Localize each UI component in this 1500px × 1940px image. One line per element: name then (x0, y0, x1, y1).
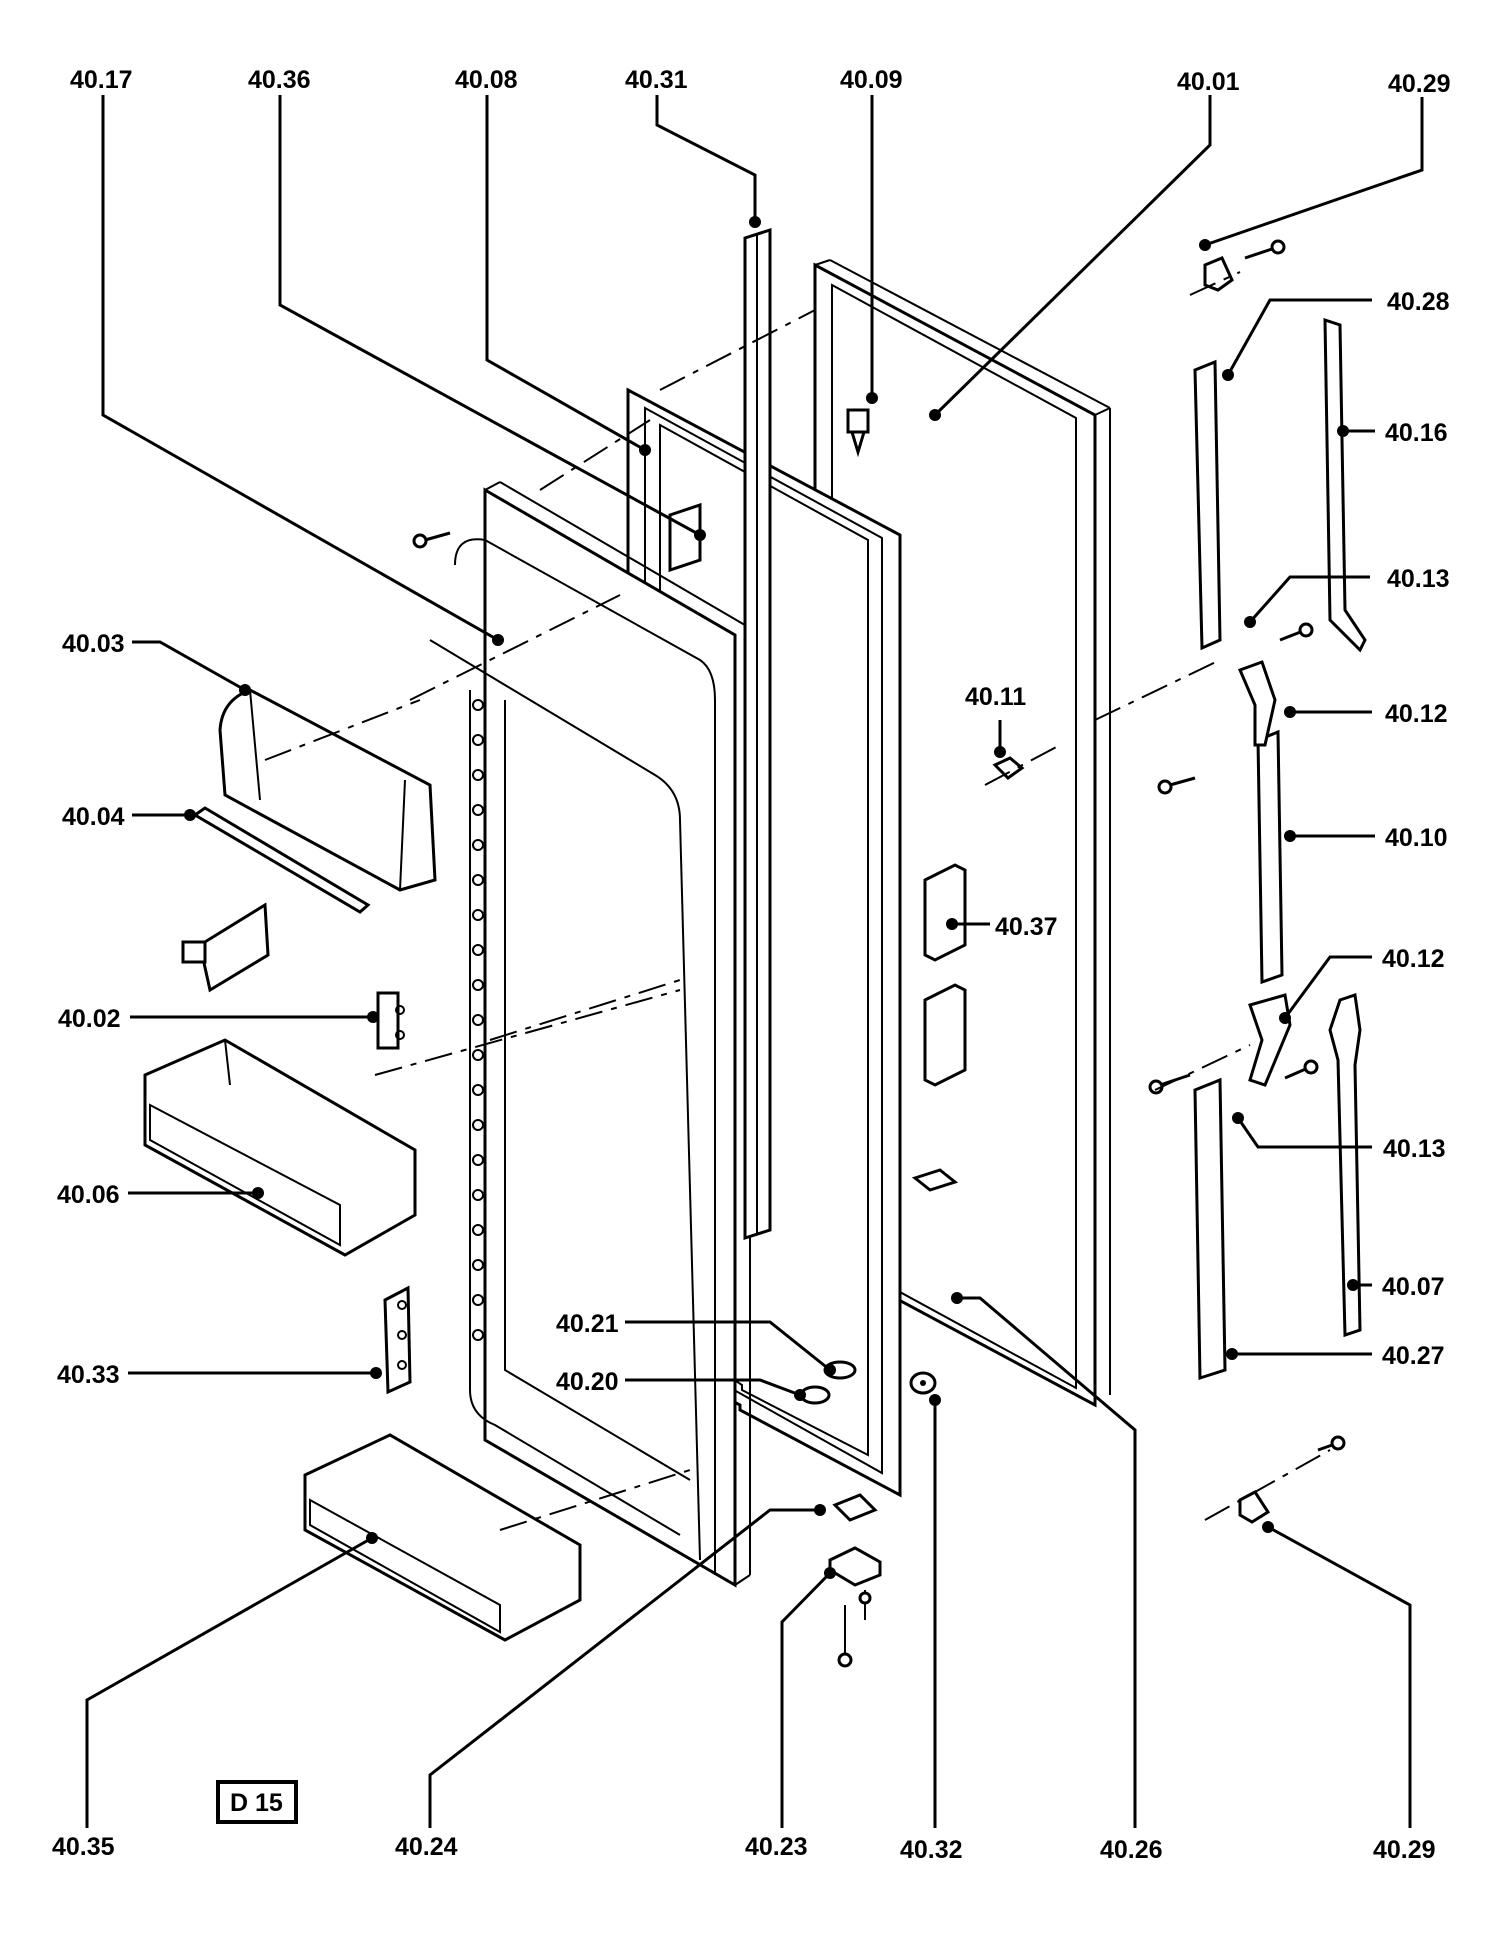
part-clip (992, 756, 1025, 780)
part-handle-channel-lower (1193, 1077, 1227, 1381)
part-handle-bracket-lower (1248, 993, 1292, 1087)
part-plug-screw (846, 408, 870, 458)
callout-40-12-lower: 40.12 (1382, 945, 1445, 973)
callout-40-23: 40.23 (745, 1833, 808, 1861)
part-door-bin-lower (303, 1433, 582, 1642)
leader-lines (85, 95, 1424, 1828)
part-bracket-tall (383, 1285, 412, 1395)
callout-40-29-top: 40.29 (1388, 70, 1451, 98)
diagram-code-box: D 15 (216, 1780, 298, 1824)
callout-labels: 40.17 40.36 40.08 40.31 40.09 40.01 40.2… (52, 66, 1451, 1864)
callout-40-29-bottom: 40.29 (1373, 1836, 1436, 1864)
callout-40-09: 40.09 (840, 66, 903, 94)
callout-40-37: 40.37 (995, 913, 1058, 941)
part-vertical-strip (743, 227, 772, 1241)
part-hinge-cap-upper (1203, 256, 1234, 292)
callout-40-26: 40.26 (1100, 1836, 1163, 1864)
part-lower-hinge (828, 1493, 882, 1655)
callout-40-35: 40.35 (52, 1833, 115, 1861)
callout-40-17: 40.17 (70, 66, 133, 94)
parts-drawing (143, 227, 1367, 1668)
callout-40-31: 40.31 (625, 66, 688, 94)
part-inner-door-liner (429, 481, 751, 1588)
callout-40-27: 40.27 (1382, 1342, 1445, 1370)
callout-40-24: 40.24 (395, 1833, 458, 1861)
callout-40-07: 40.07 (1382, 1273, 1445, 1301)
callout-40-12-upper: 40.12 (1385, 700, 1448, 728)
part-handle-bracket-upper (1237, 660, 1277, 747)
part-shelf-cover (218, 688, 437, 892)
part-bracket-small (376, 991, 405, 1050)
part-handle-trim-lower (1328, 993, 1362, 1338)
callout-40-11: 40.11 (965, 683, 1026, 711)
callout-40-13-upper: 40.13 (1387, 565, 1450, 593)
part-nut (909, 1371, 937, 1395)
part-shelf-bracket (181, 902, 270, 993)
callout-40-28: 40.28 (1387, 288, 1450, 316)
callout-40-13-lower: 40.13 (1383, 1135, 1446, 1163)
callout-40-02: 40.02 (58, 1005, 121, 1033)
part-foam-blocks (923, 863, 967, 1087)
part-handle-channel-upper (1193, 359, 1222, 651)
callout-40-10: 40.10 (1385, 824, 1448, 852)
part-hinge-clip (911, 1168, 959, 1192)
callout-40-01: 40.01 (1177, 68, 1240, 96)
callout-40-03: 40.03 (62, 630, 125, 658)
callout-40-36: 40.36 (248, 66, 311, 94)
part-door-bin-upper (143, 1038, 417, 1257)
callout-40-08: 40.08 (455, 66, 518, 94)
part-screws (412, 239, 1346, 1668)
part-handle-tube (1256, 729, 1284, 985)
diagram-code: D 15 (230, 1789, 283, 1817)
callout-40-06: 40.06 (57, 1181, 120, 1209)
callout-40-33: 40.33 (57, 1361, 120, 1389)
callout-40-21: 40.21 (556, 1310, 619, 1338)
callout-40-04: 40.04 (62, 803, 125, 831)
callout-40-16: 40.16 (1385, 419, 1448, 447)
callout-40-32: 40.32 (900, 1836, 963, 1864)
part-shelf-rail (192, 806, 371, 914)
assembly-lines (264, 271, 1331, 1531)
part-handle-trim-upper (1323, 317, 1367, 653)
callout-40-20: 40.20 (556, 1368, 619, 1396)
part-hinge-cap-lower (1238, 1490, 1271, 1524)
